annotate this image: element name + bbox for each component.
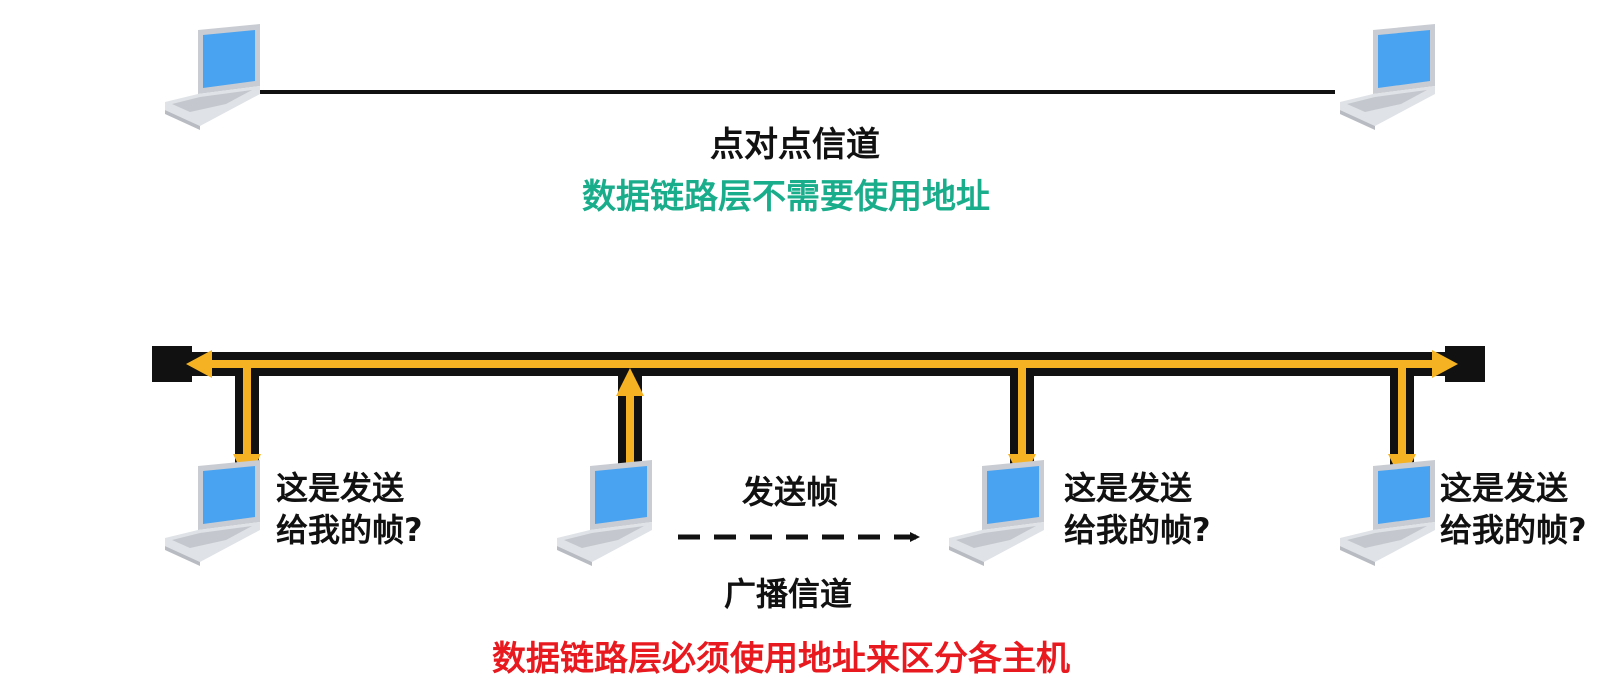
laptop-icon (1340, 24, 1435, 130)
host1-question: 这是发送 给我的帧? (276, 472, 423, 556)
host1-question-line2: 给我的帧? (276, 511, 423, 549)
broadcast-note: 数据链路层必须使用地址来区分各主机 (492, 639, 1070, 679)
host3-question: 这是发送 给我的帧? (1064, 472, 1211, 556)
send-frame-label: 发送帧 (742, 473, 839, 511)
laptop-icon (165, 24, 260, 130)
host4-question-line2: 给我的帧? (1440, 511, 1587, 549)
p2p-title: 点对点信道 (710, 125, 880, 165)
bus-terminator-left-icon (152, 346, 192, 382)
host3-question-line2: 给我的帧? (1064, 511, 1211, 549)
bus-arrow-left-icon (186, 350, 626, 378)
host1-question-line1: 这是发送 (276, 469, 405, 507)
host4-question-line1: 这是发送 (1440, 469, 1569, 507)
p2p-note: 数据链路层不需要使用地址 (582, 177, 990, 217)
bus-arrow-right-icon (626, 350, 1458, 378)
laptop-icon (557, 460, 652, 566)
laptop-icon (949, 460, 1044, 566)
host4-question: 这是发送 给我的帧? (1440, 472, 1587, 556)
laptop-icon (1340, 460, 1435, 566)
laptop-icon (165, 460, 260, 566)
drop-arrow-host2-icon (616, 368, 644, 482)
host3-question-line1: 这是发送 (1064, 469, 1193, 507)
broadcast-title: 广播信道 (724, 575, 853, 613)
